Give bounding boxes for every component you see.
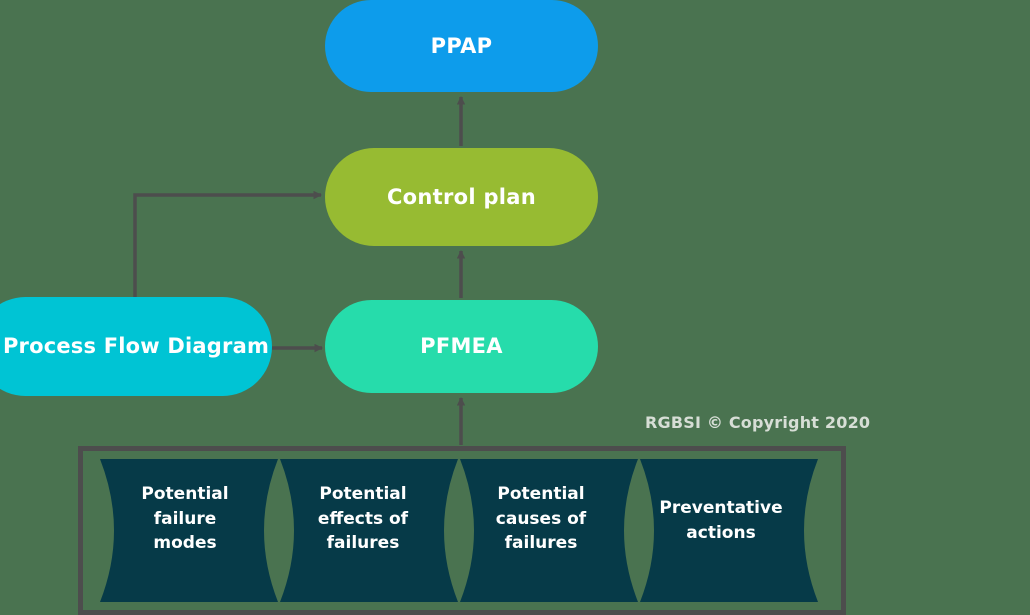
copyright-notice: RGBSI © Copyright 2020 <box>645 413 871 432</box>
node-pfmea-label: PFMEA <box>420 334 503 359</box>
node-process-flow[interactable]: Process Flow Diagram <box>0 297 272 396</box>
fmea-inputs-container <box>78 446 846 615</box>
node-control-plan[interactable]: Control plan <box>325 148 598 246</box>
chevron-label-potential-effects: Potential effects of failures <box>317 484 409 554</box>
node-pfmea[interactable]: PFMEA <box>325 300 598 393</box>
chevron-label-potential-failure-modes: Potential failure modes <box>141 484 229 554</box>
node-process-flow-label: Process Flow Diagram <box>2 334 270 359</box>
node-ppap-label: PPAP <box>430 33 493 58</box>
connector-process-flow-to-control-plan <box>133 190 322 300</box>
chevron-potential-causes[interactable] <box>460 459 638 602</box>
node-ppap[interactable]: PPAP <box>325 0 598 92</box>
chevron-label-preventative-actions: Preventative actions <box>659 498 783 543</box>
chevron-potential-failure-modes[interactable] <box>100 459 278 602</box>
fmea-inputs-chevron-band <box>100 459 818 602</box>
chevron-preventative-actions[interactable] <box>640 459 818 602</box>
node-control-plan-label: Control plan <box>386 184 537 209</box>
chevron-label-potential-causes: Potential causes of failures <box>495 484 587 554</box>
chevron-potential-effects[interactable] <box>280 459 458 602</box>
